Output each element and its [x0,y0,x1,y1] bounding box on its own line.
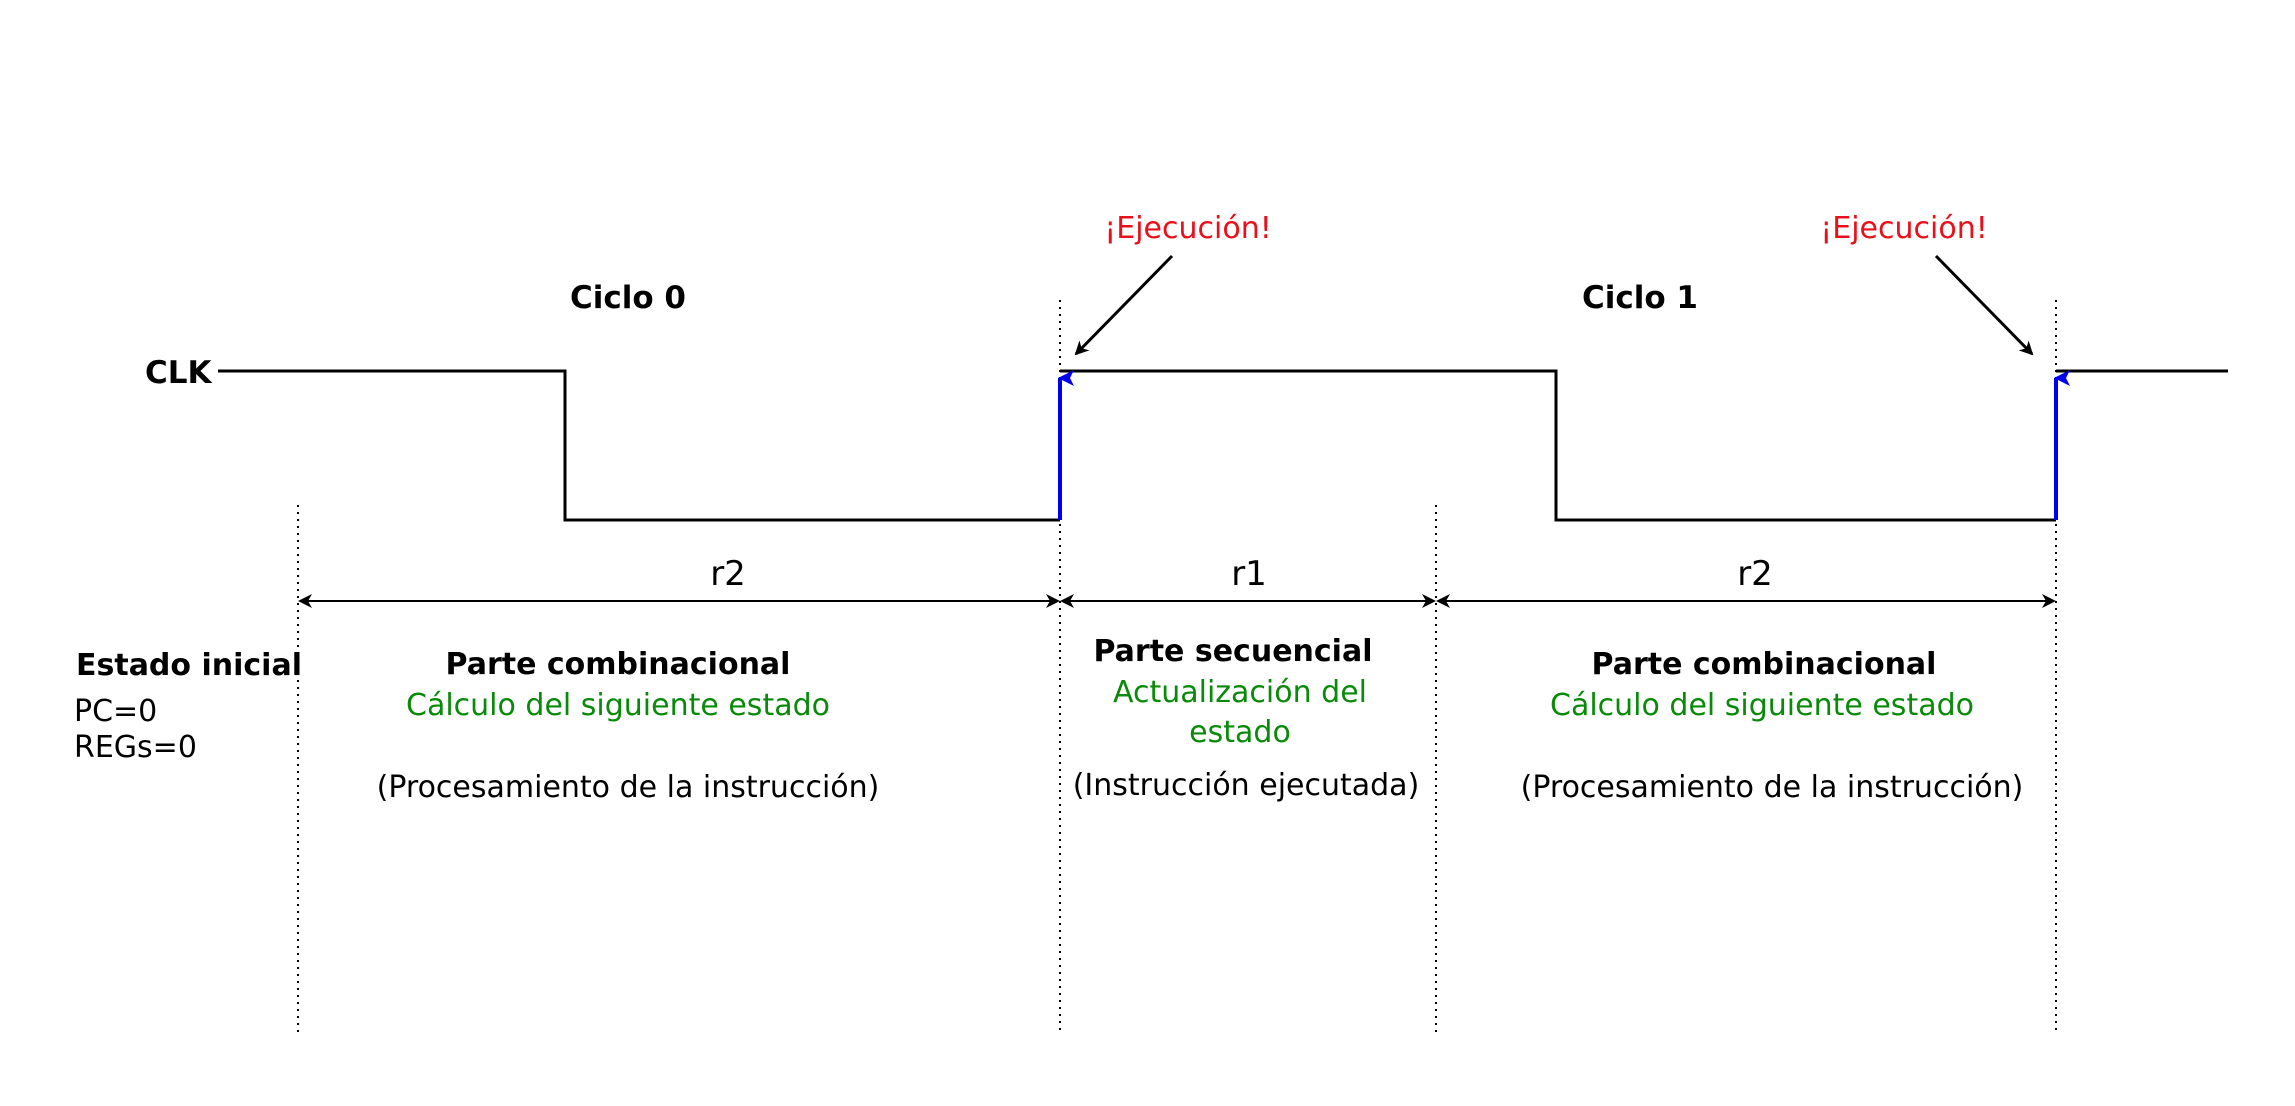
phase-3-note: (Procesamiento de la instrucción) [1521,770,2024,805]
initial-state-regs: REGs=0 [74,730,197,765]
interval-label-1: r2 [710,554,746,594]
clock-waveform-high-2 [1060,369,2056,522]
phase-3-description: Cálculo del siguiente estado [1550,688,1974,723]
phase-1-description: Cálculo del siguiente estado [406,688,830,723]
phase-2-note: (Instrucción ejecutada) [1073,768,1420,803]
cycle-label-0: Ciclo 0 [570,280,686,316]
phase-3-title: Parte combinacional [1592,647,1937,682]
execution-label-1: ¡Ejecución! [1104,211,1272,246]
phase-2-description-line-1: Actualización del [1113,675,1367,710]
interval-label-2: r1 [1231,554,1267,594]
phase-1-title: Parte combinacional [446,647,791,682]
initial-state-title: Estado inicial [76,648,302,683]
initial-state-pc: PC=0 [74,694,157,729]
phase-1-note: (Procesamiento de la instrucción) [377,770,880,805]
phase-2-description-line-2: estado [1189,715,1291,750]
clock-waveform-high-1 [218,369,1060,522]
signal-label: CLK [145,355,213,391]
execution-arrow-1 [1074,254,1174,356]
cycle-label-1: Ciclo 1 [1582,280,1698,316]
execution-arrow-2 [1934,254,2034,356]
phase-2-title: Parte secuencial [1094,634,1373,669]
execution-label-2: ¡Ejecución! [1820,211,1988,246]
interval-label-3: r2 [1737,554,1773,594]
